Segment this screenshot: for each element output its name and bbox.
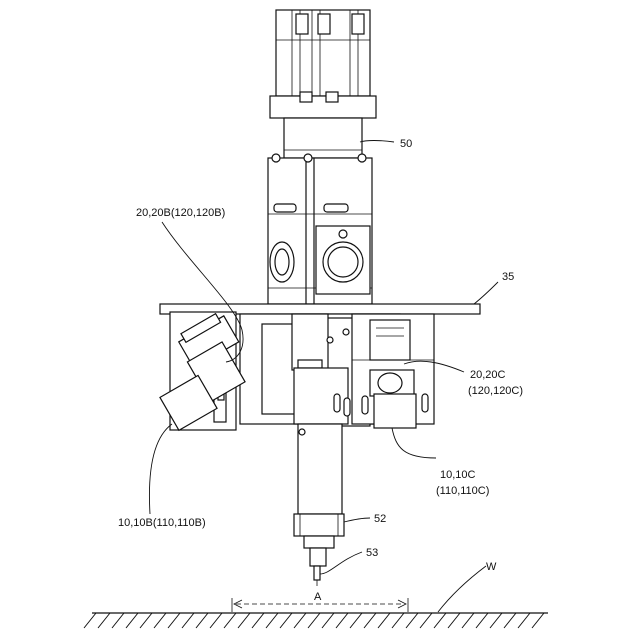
hatch-line xyxy=(140,613,152,628)
hatch-line xyxy=(434,613,446,628)
label-53: 53 xyxy=(366,547,378,559)
leader-10b xyxy=(149,424,172,514)
hatch-line xyxy=(308,613,320,628)
hatch-line xyxy=(238,613,250,628)
hatch-line xyxy=(518,613,530,628)
hatch-line xyxy=(168,613,180,628)
hatch-line xyxy=(490,613,502,628)
leader-50 xyxy=(360,141,394,143)
hatch-line xyxy=(532,613,544,628)
label-10b: 10,10B(110,110B) xyxy=(118,517,206,529)
label-20c-line2: (120,120C) xyxy=(468,385,523,397)
hatch-line xyxy=(126,613,138,628)
leader-35 xyxy=(474,282,498,304)
hatch-line xyxy=(448,613,460,628)
hatch-line xyxy=(112,613,124,628)
leader-10c xyxy=(392,428,436,458)
hatch-line xyxy=(280,613,292,628)
label-20c-line1: 20,20C xyxy=(470,369,506,381)
hatch-line xyxy=(294,613,306,628)
hatch-line xyxy=(224,613,236,628)
hatch-line xyxy=(98,613,110,628)
hatch-line xyxy=(336,613,348,628)
label-50: 50 xyxy=(400,138,412,150)
label-35: 35 xyxy=(502,271,514,283)
hatch-line xyxy=(322,613,334,628)
label-10c-line2: (110,110C) xyxy=(436,485,489,497)
gear-housing xyxy=(268,154,372,304)
hatch-line xyxy=(182,613,194,628)
label-10c-line1: 10,10C xyxy=(440,469,476,481)
hatch-line xyxy=(364,613,376,628)
hatch-line xyxy=(210,613,222,628)
label-w: W xyxy=(486,561,497,573)
label-a: A xyxy=(314,591,322,603)
hatch-line xyxy=(350,613,362,628)
hatch-line xyxy=(420,613,432,628)
hatch-line xyxy=(378,613,390,628)
motor xyxy=(270,10,376,158)
left-laser-unit xyxy=(160,311,245,431)
hatch-line xyxy=(476,613,488,628)
hatch-line xyxy=(266,613,278,628)
leader-52 xyxy=(344,518,370,522)
hatch-line xyxy=(154,613,166,628)
nozzle-holder xyxy=(294,514,344,548)
label-52: 52 xyxy=(374,513,386,525)
hatch-line xyxy=(196,613,208,628)
label-20b: 20,20B(120,120B) xyxy=(136,207,225,219)
workpiece xyxy=(84,613,548,628)
hatch-line xyxy=(462,613,474,628)
hatch-line xyxy=(392,613,404,628)
hatch-line xyxy=(406,613,418,628)
right-laser-unit xyxy=(352,314,434,428)
hatch-line xyxy=(252,613,264,628)
leader-w xyxy=(438,566,486,612)
hatch-line xyxy=(84,613,96,628)
nozzle xyxy=(310,548,326,586)
hatch-line xyxy=(504,613,516,628)
